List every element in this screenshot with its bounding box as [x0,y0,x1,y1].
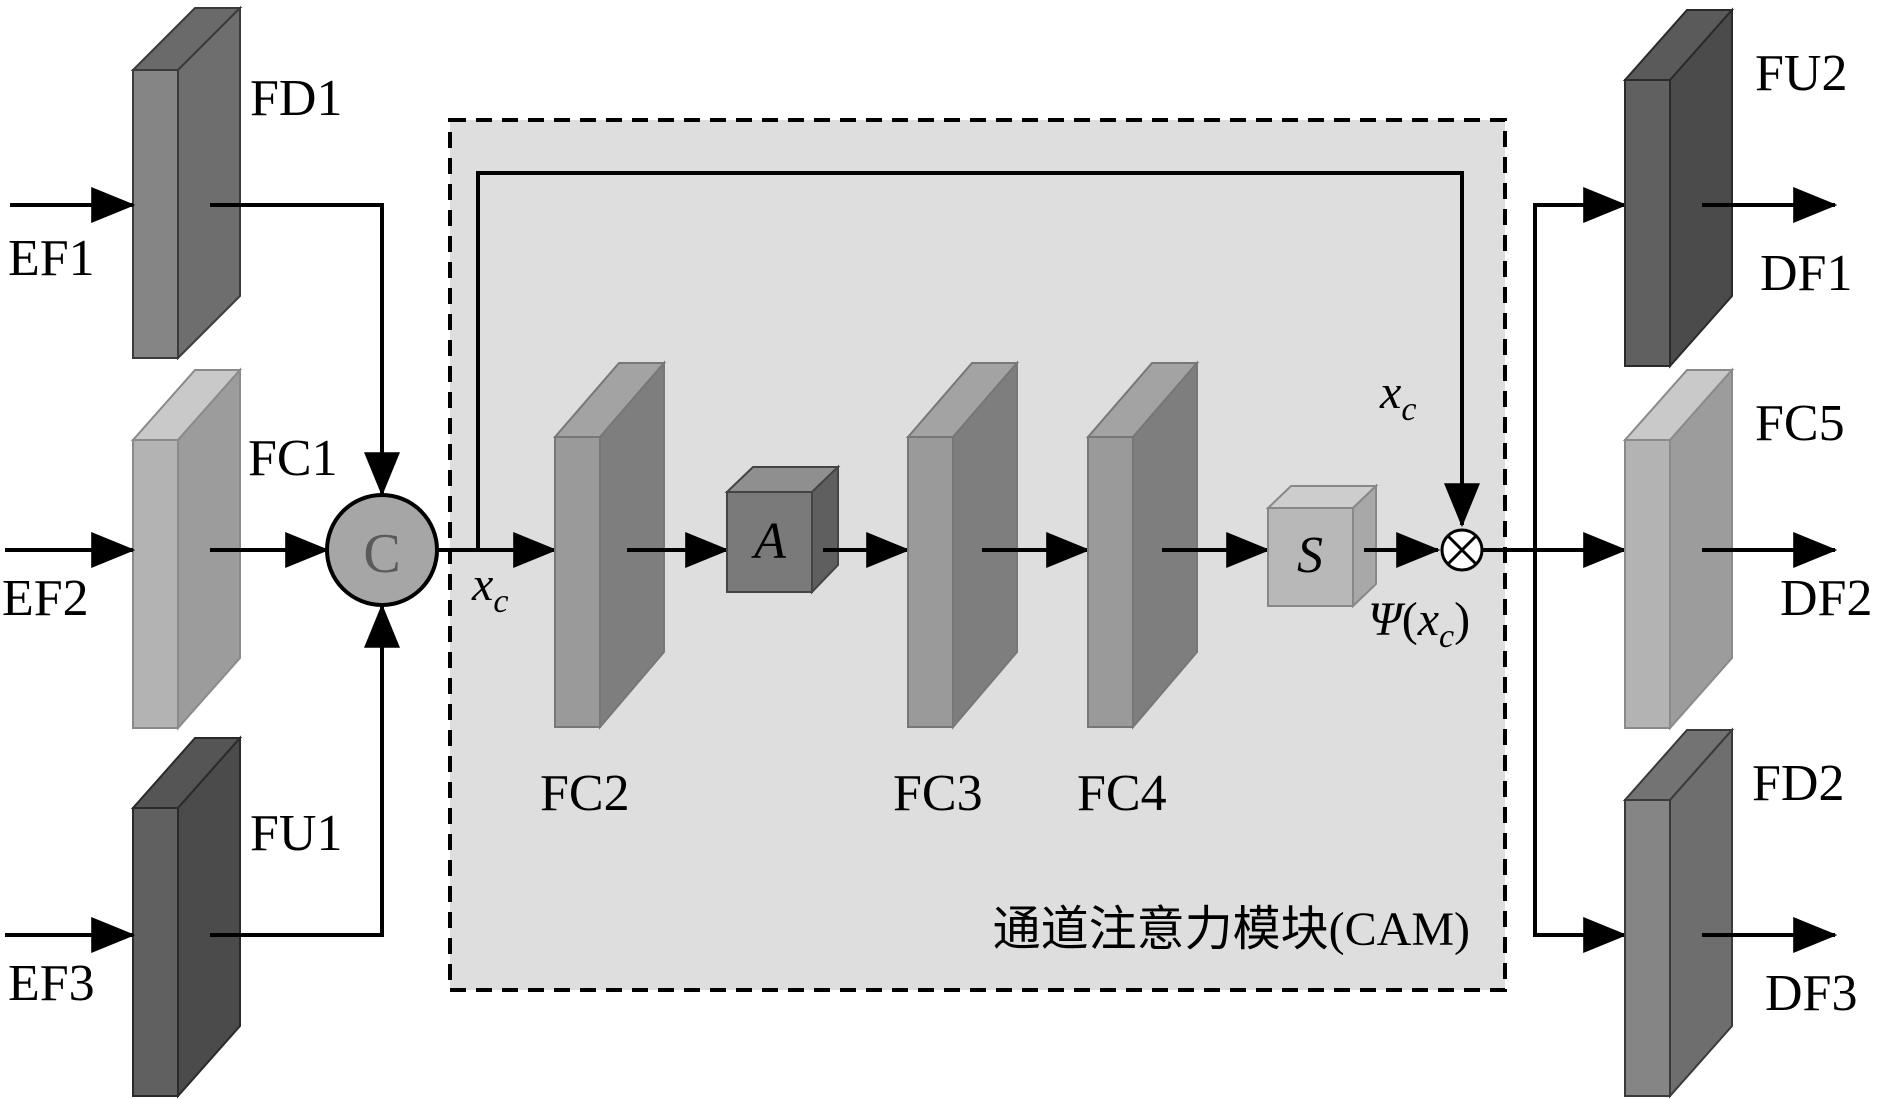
block-fc1-front [132,439,179,729]
op-s-cube-side [1352,483,1377,609]
label-ef2: EF2 [2,570,89,627]
label-fc1: FC1 [248,430,338,487]
block-fu2 [1622,7,1735,369]
label-xc-right-x: x [1379,366,1401,419]
label-fd1: FD1 [250,70,342,127]
label-fc2: FC2 [540,765,630,822]
block-fu1-front [132,807,179,1097]
block-fd2 [1622,727,1735,1099]
block-fu1 [130,735,243,1099]
label-fu1: FU1 [250,805,342,862]
label-df2: DF2 [1780,570,1872,627]
op-a-label: A [751,513,786,570]
label-xc-left-x: x [471,558,493,611]
label-psi: Ψ [1368,593,1406,646]
block-fc2-front [554,436,601,728]
block-fc4-front [1087,436,1134,728]
concat-symbol: C [363,523,400,585]
block-fc3-front [907,436,954,728]
block-fc3 [905,360,1020,730]
block-fc5-front [1624,439,1671,729]
block-fd2-front [1624,799,1671,1097]
label-df3: DF3 [1765,965,1857,1022]
op-s-cube [1265,483,1379,609]
block-fc1 [130,367,243,731]
line-out-to-fd2 [1533,550,1628,953]
cam-module-label: 通道注意力模块(CAM) [993,903,1470,956]
label-df1: DF1 [1760,245,1852,302]
label-fc5: FC5 [1755,395,1845,452]
label-psi-open: ( [1402,593,1418,646]
block-fu2-front [1624,79,1671,367]
label-psi-xc: Ψ(xc) [1368,593,1470,655]
block-fd1-side [177,5,241,361]
block-fc5 [1622,367,1735,731]
label-xc-right: xc [1379,366,1416,428]
label-xc-left: xc [471,558,508,620]
label-xc-left-sub: c [493,583,508,620]
label-psi-close: ) [1454,593,1470,646]
label-xc-right-sub: c [1401,391,1416,428]
op-s-label: S [1297,527,1323,584]
label-fc3: FC3 [893,765,983,822]
op-a-cube-front [726,491,813,593]
label-psi-sub: c [1439,618,1454,655]
label-psi-x: x [1417,593,1439,646]
block-fd1-front [132,69,179,359]
block-fc2 [552,360,667,730]
label-ef3: EF3 [8,955,95,1012]
line-fd1-to-concat [210,203,400,497]
block-fc4 [1085,360,1200,730]
label-fu2: FU2 [1755,45,1847,102]
line-out-to-fu2 [1533,187,1628,550]
op-a-cube [724,464,841,595]
label-fd2: FD2 [1752,755,1844,812]
line-fu1-to-concat [210,603,400,937]
label-ef1: EF1 [8,230,95,287]
op-s-cube-front [1267,507,1354,607]
multiply-cross-b [1446,534,1478,566]
label-fc4: FC4 [1077,765,1167,822]
line-skip-connection [476,171,1480,550]
block-fd1 [130,5,243,361]
